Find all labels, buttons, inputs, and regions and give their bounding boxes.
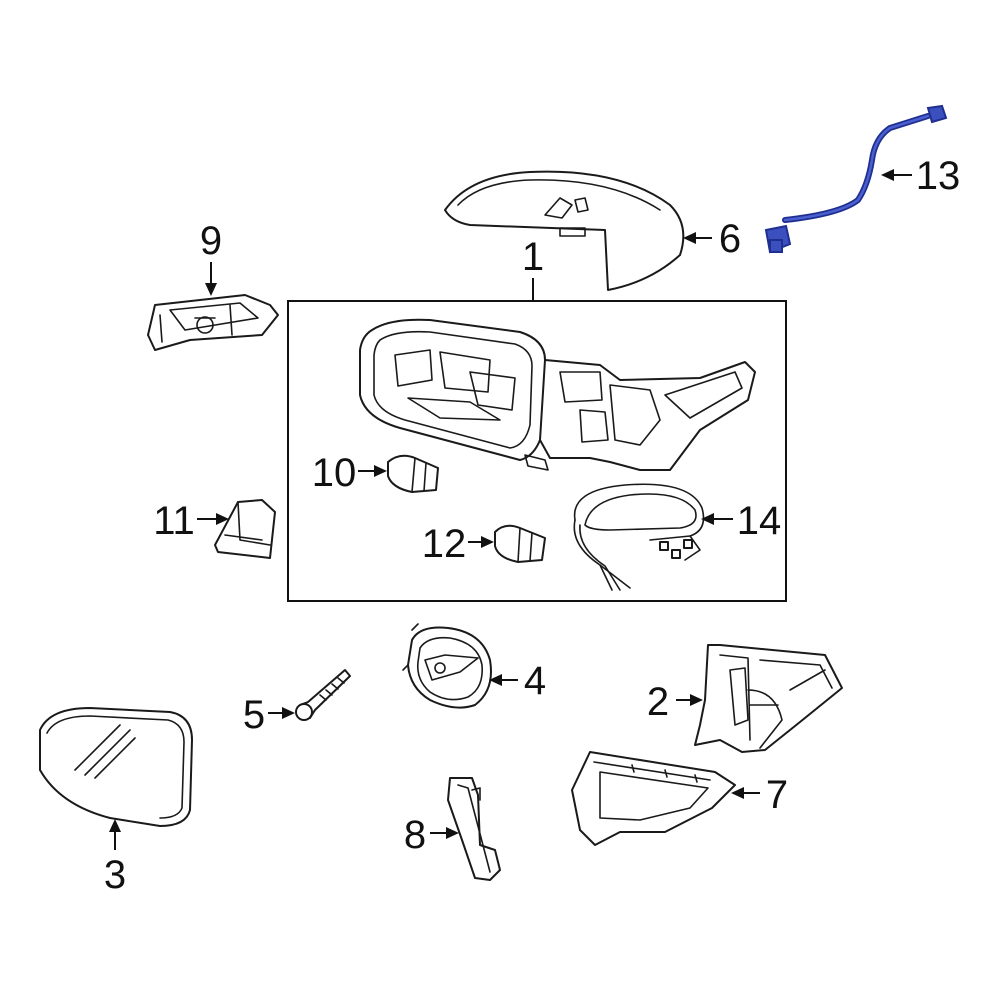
callout-12: 12 (422, 522, 467, 566)
callout-3: 3 (104, 853, 126, 897)
bulb-part-12 (494, 524, 546, 563)
callout-labels: 1 9 6 13 10 11 12 14 4 5 2 7 8 3 (104, 154, 960, 897)
callout-7: 7 (766, 773, 788, 817)
lower-cover-part-7 (571, 751, 736, 846)
callout-2: 2 (647, 680, 669, 724)
wire-harness-part-14 (573, 483, 705, 591)
callout-14: 14 (737, 499, 782, 543)
leaders (109, 169, 912, 850)
callout-4: 4 (524, 659, 546, 703)
callout-1: 1 (522, 235, 544, 279)
callout-13: 13 (916, 154, 961, 198)
mirror-glass-part-3 (39, 707, 193, 827)
callout-10: 10 (312, 451, 357, 495)
callout-11: 11 (153, 499, 195, 543)
lamp-housing-part-9 (147, 294, 279, 351)
callout-8: 8 (404, 813, 426, 857)
bracket-part-8 (447, 777, 501, 881)
cable-part-13 (764, 104, 948, 254)
housing-part-2 (694, 644, 843, 753)
trim-part-11 (214, 499, 276, 559)
callout-6: 6 (719, 217, 741, 261)
actuator-motor-part-4 (402, 623, 492, 709)
assembly-box (287, 300, 787, 602)
mirror-cover-part-6 (444, 170, 685, 291)
mirror-assembly (359, 318, 756, 471)
screw-part-5 (295, 669, 351, 721)
callout-5: 5 (243, 693, 265, 737)
bulb-part-10 (387, 454, 439, 493)
callout-9: 9 (200, 219, 222, 263)
